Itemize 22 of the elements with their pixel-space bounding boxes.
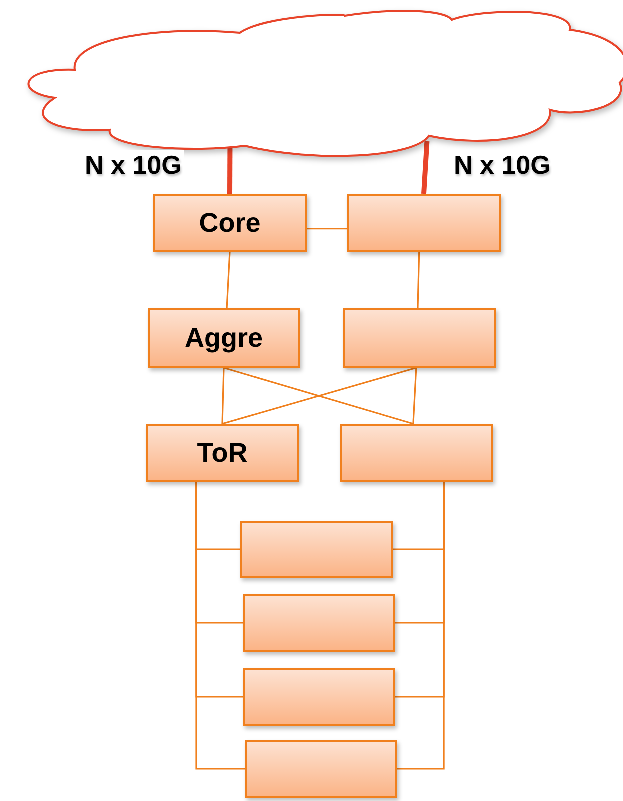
server-box: [240, 521, 393, 578]
link-line: [397, 482, 445, 770]
link-line: [417, 252, 420, 308]
link-line: [228, 146, 233, 194]
switch-box: [153, 194, 307, 252]
link-line: [422, 141, 430, 194]
server-box: [243, 594, 395, 652]
node-label: ToR: [197, 438, 248, 468]
node-label: Aggre: [184, 322, 263, 354]
link-line: [412, 368, 418, 424]
link-line: [226, 252, 231, 308]
server-box: [343, 308, 496, 368]
switch-box: [148, 308, 300, 368]
server-box: [243, 668, 395, 726]
link-line: [307, 228, 347, 230]
node-label: Core: [199, 208, 261, 238]
server-box: [245, 740, 397, 798]
link-line: [222, 368, 225, 424]
server-box: [347, 194, 501, 252]
switch-box: [146, 424, 299, 482]
server-box: [340, 424, 493, 482]
link-line: [196, 482, 245, 770]
